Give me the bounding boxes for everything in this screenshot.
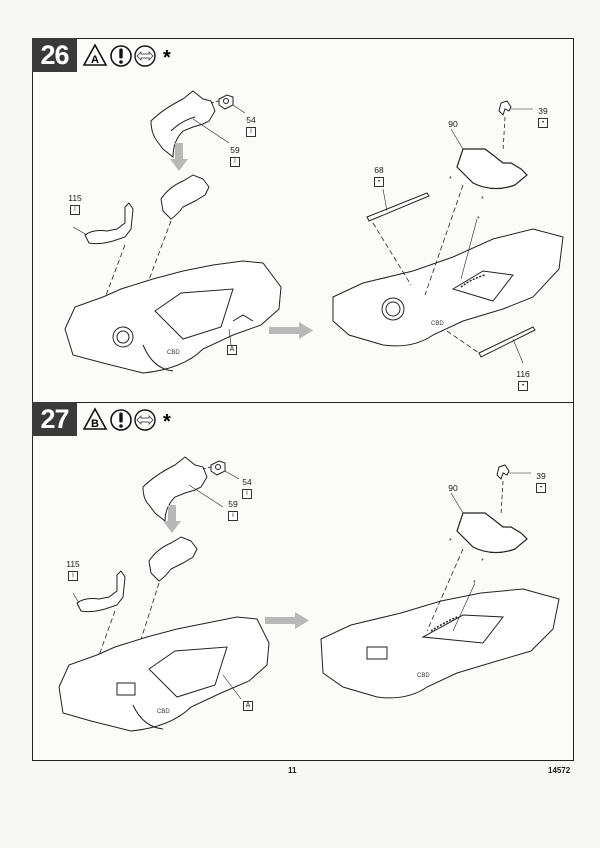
part-59-placed: [160, 174, 210, 220]
step-26-panel: 26 A *: [32, 38, 574, 403]
paint-code: B: [91, 418, 99, 430]
gray-arrow-right: [265, 612, 309, 629]
part-68-drawing: [366, 192, 430, 222]
chassis-drawing: CBD: [58, 616, 270, 732]
asterisk-icon: *: [163, 47, 171, 69]
options-arrows-icon: [134, 45, 156, 67]
callout-part-116: 116•: [516, 369, 530, 391]
options-arrows-icon: [134, 409, 156, 431]
attention-icon: [110, 45, 132, 67]
part-59-drawing: [150, 90, 216, 159]
gray-arrow-right: [269, 322, 313, 339]
svg-text:CBD: CBD: [417, 673, 430, 679]
part-115-drawing: [84, 202, 134, 245]
step-number: 26: [32, 38, 77, 72]
callout-paint-a: A: [220, 343, 244, 355]
chassis-assembled-drawing: CBD: [320, 588, 560, 699]
part-90-drawing: [456, 148, 528, 190]
part-115-drawing: [76, 570, 126, 613]
svg-text:*: *: [477, 216, 480, 223]
gray-arrow-down: [170, 143, 188, 171]
svg-text:CBD: CBD: [157, 709, 170, 715]
callout-part-68: 68•: [374, 165, 384, 187]
part-59-drawing: [142, 456, 208, 523]
part-59-placed: [148, 536, 198, 582]
assembly-drawing-27: CBD CBD * * *: [58, 456, 560, 732]
paint-code: A: [91, 54, 99, 66]
part-90-drawing: [456, 512, 528, 554]
callout-part-90: 90: [448, 483, 458, 493]
step-27-panel: 27 B *: [32, 402, 574, 761]
attention-icon: [110, 409, 132, 431]
callout-part-39: 39•: [538, 106, 548, 128]
part-39-drawing: [496, 464, 510, 480]
chassis-assembled-drawing: CBD: [332, 228, 564, 347]
step-number: 27: [32, 402, 77, 436]
part-54-drawing: [210, 460, 226, 476]
svg-text:*: *: [481, 196, 484, 203]
svg-text:*: *: [481, 558, 484, 565]
gray-arrow-down: [163, 505, 181, 533]
asterisk-icon: *: [163, 411, 171, 433]
part-54-drawing: [218, 94, 234, 110]
step-icons: B *: [83, 407, 193, 433]
page-number: 11: [288, 766, 297, 775]
assembly-drawing-26: CBD CBD: [64, 90, 564, 374]
callout-part-39: 39•: [536, 471, 546, 493]
kit-code: 14572: [548, 766, 571, 775]
svg-text:*: *: [449, 538, 452, 545]
svg-text:CBD: CBD: [167, 350, 180, 356]
chassis-drawing: CBD: [64, 260, 282, 374]
svg-text:*: *: [449, 176, 452, 183]
paint-triangle-icon: B: [83, 407, 108, 430]
part-39-drawing: [498, 100, 512, 116]
svg-text:CBD: CBD: [431, 321, 444, 327]
callout-paint-a: A: [236, 699, 260, 711]
paint-triangle-icon: A: [83, 43, 108, 66]
callout-part-90: 90: [448, 119, 458, 129]
step-icons: A *: [83, 43, 193, 69]
part-116-drawing: [478, 326, 536, 358]
